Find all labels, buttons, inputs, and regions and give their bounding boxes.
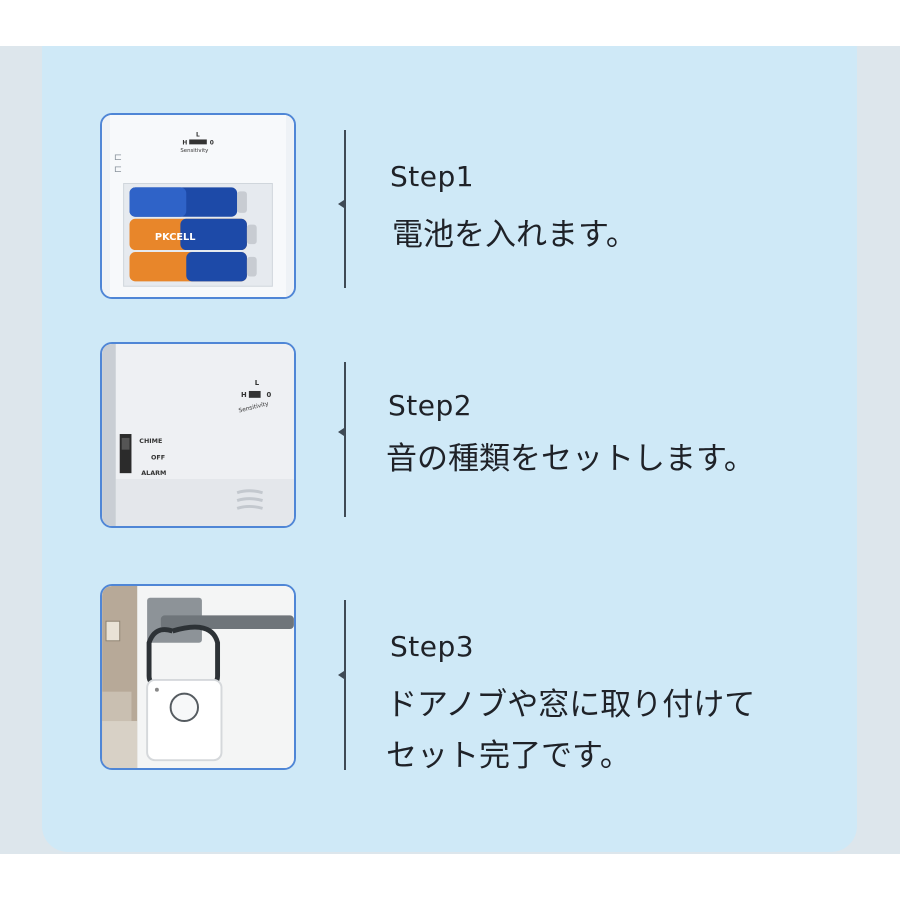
battery-brand-text: PKCELL [155,232,196,243]
mode-off-text: OFF [151,454,165,461]
switch-caption-text: Sensitivity [180,148,209,154]
door-handle-alarm-illustration [102,586,294,768]
step1-image-battery: ⊏ ⊏ L H 0 Sensitivity PKCELL [100,113,296,299]
step2-image-mode-switch: L H 0 Sensitivity CHIME OFF ALARM [100,342,296,528]
step1-label: Step1 [390,160,475,193]
step3-image-door-handle [100,584,296,770]
step2-divider [344,362,346,517]
switch-zero-text: 0 [210,140,214,146]
step3-description: ドアノブや窓に取り付けて セット完了です。 [386,687,756,774]
step3-label: Step3 [390,630,475,663]
svg-text:⊏: ⊏ [114,152,122,163]
step2-label: Step2 [388,389,473,422]
step2-divider-tick [338,428,344,436]
switch-low-text: L [255,379,260,387]
switch-high-text: H [182,140,187,146]
step1-divider-tick [338,200,344,208]
battery-compartment-illustration: ⊏ ⊏ L H 0 Sensitivity PKCELL [102,115,294,297]
switch-zero-text: 0 [266,391,271,399]
mode-alarm-text: ALARM [141,470,166,477]
switch-high-text: H [241,391,247,399]
step3-divider-tick [338,671,344,679]
step3-divider [344,600,346,770]
mode-chime-text: CHIME [139,438,162,445]
step1-description: 電池を入れます。 [392,217,637,253]
step1-divider [344,130,346,288]
step2-description: 音の種類をセットします。 [386,441,755,477]
switch-low-text: L [196,133,200,139]
svg-text:⊏: ⊏ [114,164,122,175]
mode-switch-illustration: L H 0 Sensitivity CHIME OFF ALARM [102,344,294,526]
